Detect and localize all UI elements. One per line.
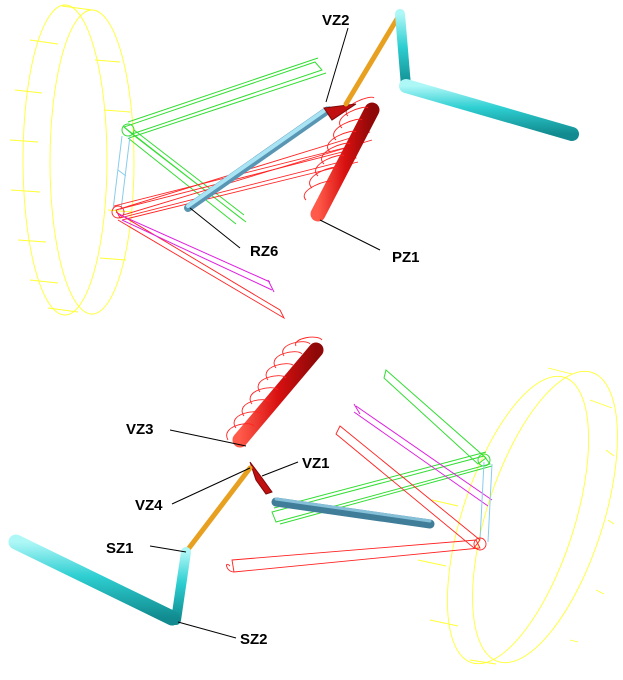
- bottom-assembly: [8, 336, 618, 665]
- leader-vz3: [169, 429, 247, 447]
- label-pz1: PZ1: [392, 249, 420, 266]
- leader-pz1: [319, 219, 381, 251]
- labels: VZ2 RZ6 PZ1 VZ3 VZ1 VZ4 SZ1 SZ2: [106, 12, 420, 648]
- top-steering: [395, 9, 579, 141]
- bottom-pushrod: [271, 497, 435, 529]
- top-damper-pz1: [303, 96, 380, 222]
- top-lower-arm: [111, 131, 373, 320]
- bottom-lower-arm: [226, 425, 487, 573]
- leader-sz2: [177, 621, 237, 639]
- bottom-rocker: [249, 461, 273, 495]
- leader-vz1: [261, 461, 299, 477]
- label-vz4: VZ4: [135, 497, 163, 514]
- leader-vz4: [171, 467, 251, 505]
- bottom-steering: [8, 534, 191, 626]
- label-sz2: SZ2: [240, 631, 268, 648]
- top-upright: [112, 135, 131, 211]
- label-vz2: VZ2: [322, 12, 350, 29]
- label-rz6: RZ6: [250, 243, 278, 260]
- top-assembly: [9, 4, 579, 320]
- top-wheel: [9, 4, 135, 316]
- leader-vz2: [325, 27, 349, 103]
- top-pushrod-orange: [343, 11, 403, 107]
- bottom-upper-arm: [271, 369, 493, 525]
- label-vz1: VZ1: [302, 455, 330, 472]
- label-vz3: VZ3: [126, 421, 154, 438]
- leader-sz1: [149, 545, 187, 553]
- top-track-rod: [117, 213, 275, 293]
- bottom-pushrod-orange: [183, 465, 253, 555]
- bottom-track-rod: [353, 403, 493, 507]
- leader-rz6: [189, 207, 241, 249]
- top-upper-arm: [121, 57, 327, 225]
- label-sz1: SZ1: [106, 540, 134, 557]
- bottom-upright: [479, 461, 493, 543]
- bottom-wheel: [417, 367, 618, 665]
- leader-lines: [149, 27, 381, 639]
- bottom-damper: [226, 336, 324, 448]
